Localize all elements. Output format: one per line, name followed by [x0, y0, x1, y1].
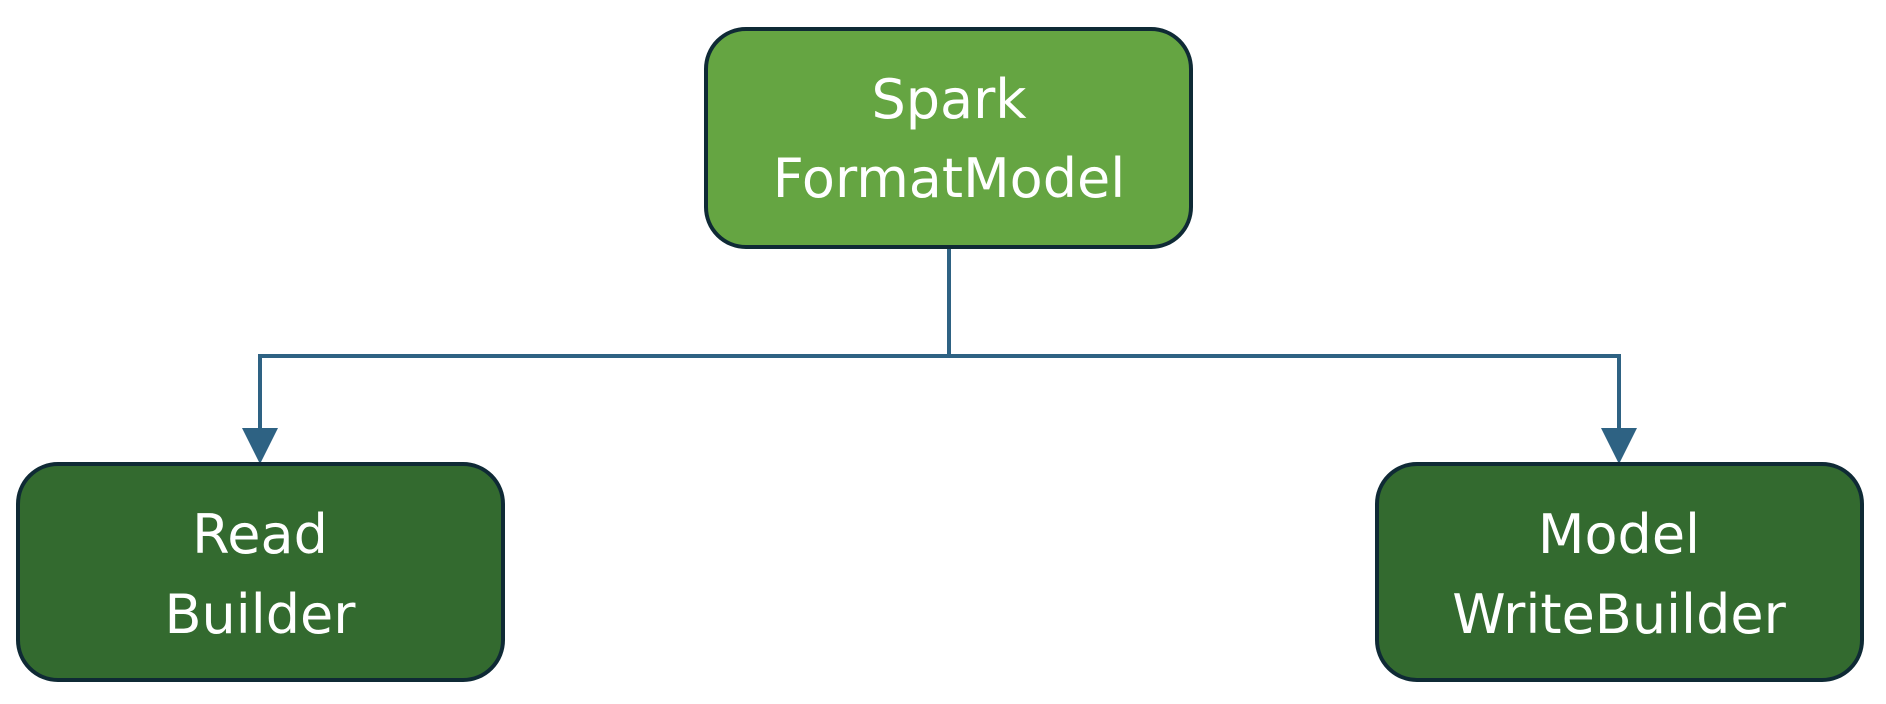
node-label-line-2: Builder	[165, 583, 357, 646]
node-label-line-2: FormatModel	[773, 147, 1125, 210]
node-box	[16, 462, 505, 682]
arrowhead-right	[1601, 428, 1637, 464]
node-model-writebuilder: Model WriteBuilder	[1375, 462, 1864, 682]
node-label-line-1: Model	[1538, 503, 1700, 566]
node-box	[1375, 462, 1864, 682]
node-label-line-1: Read	[192, 503, 328, 566]
node-read-builder: Read Builder	[16, 462, 505, 682]
node-spark-formatmodel: Spark FormatModel	[704, 27, 1193, 249]
connectors	[242, 247, 1637, 464]
node-label-line-1: Spark	[871, 68, 1027, 131]
node-box	[704, 27, 1193, 249]
arrowhead-left	[242, 428, 278, 464]
node-label-line-2: WriteBuilder	[1452, 583, 1786, 646]
